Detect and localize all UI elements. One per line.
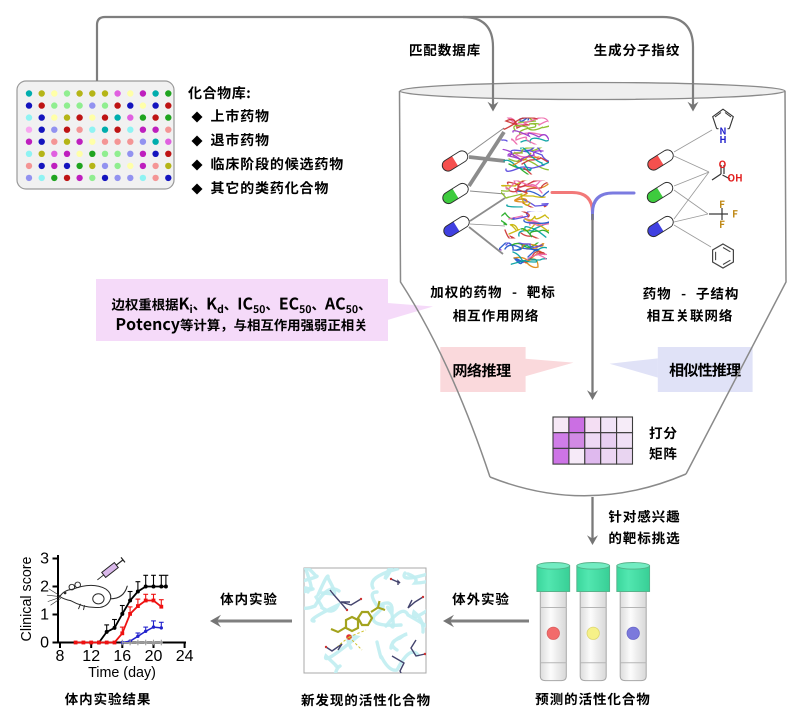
svg-text:Time (day): Time (day) [88,665,156,681]
svg-text:3: 3 [40,551,49,568]
svg-text:12: 12 [82,648,100,665]
svg-text:2: 2 [40,579,49,596]
svg-text:8: 8 [56,648,65,665]
svg-text:Clinical score: Clinical score [19,556,35,641]
svg-text:1: 1 [40,607,49,624]
svg-text:20: 20 [145,648,163,665]
svg-text:24: 24 [176,648,194,665]
svg-text:16: 16 [113,648,131,665]
svg-text:0: 0 [40,635,49,652]
